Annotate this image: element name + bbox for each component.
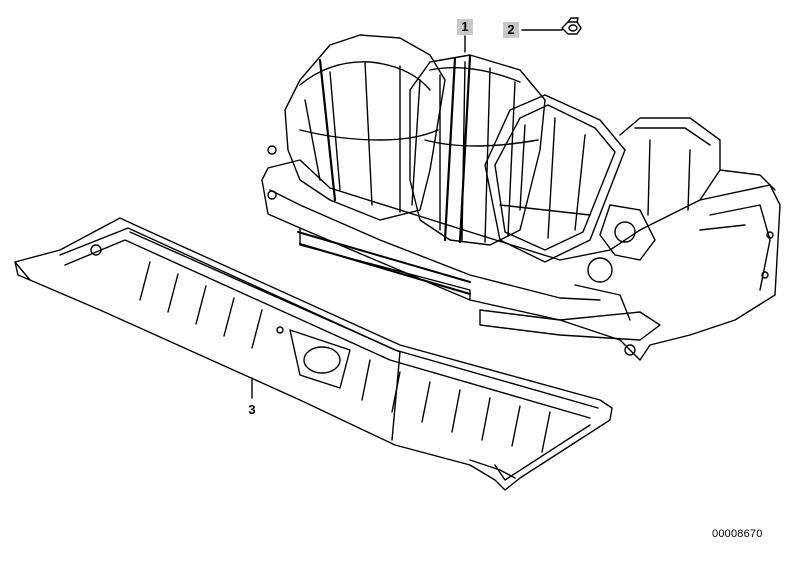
hex-nut xyxy=(561,17,582,35)
callout-1: 1 xyxy=(457,19,473,35)
callout-3: 3 xyxy=(248,402,256,417)
reference-number: 00008670 xyxy=(712,528,763,540)
callout-2: 2 xyxy=(503,22,519,38)
cowl-panel xyxy=(14,217,613,491)
heater-housing-assembly xyxy=(261,34,781,361)
